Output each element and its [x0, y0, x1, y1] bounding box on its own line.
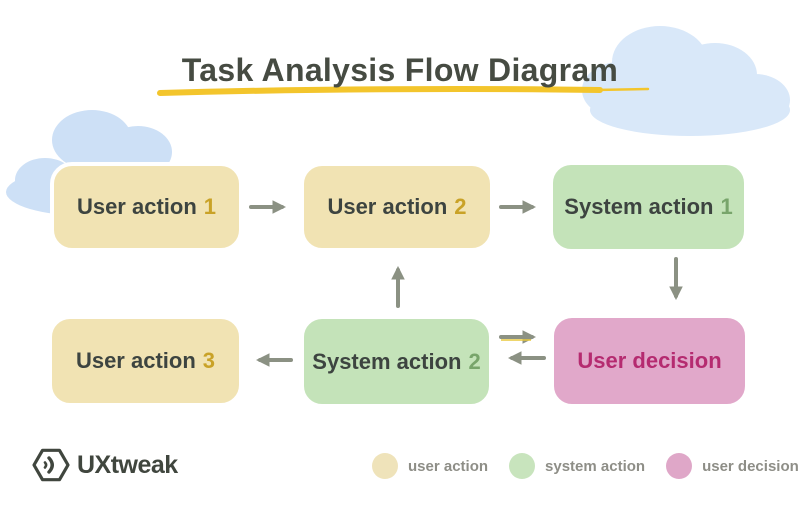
- node-label: User decision: [577, 348, 722, 373]
- node-user-action-2: User action 2: [300, 162, 494, 252]
- node-label: System action: [564, 194, 714, 219]
- legend: user action system action user decision: [372, 453, 799, 479]
- node-number: 1: [720, 194, 733, 219]
- legend-item-user-action: user action: [372, 453, 488, 479]
- node-number: 2: [468, 348, 481, 374]
- node-system-action-1: System action 1: [549, 161, 748, 253]
- cloud-right-icon: [582, 26, 790, 136]
- user-decision-swatch-icon: [666, 453, 693, 479]
- node-label: System action: [312, 348, 462, 374]
- node-user-action-1: User action 1: [50, 162, 243, 252]
- node-number: 2: [454, 194, 467, 219]
- node-number: 3: [202, 348, 216, 373]
- system-action-swatch-icon: [509, 453, 536, 479]
- legend-label: system action: [545, 457, 646, 475]
- legend-item-user-decision: user decision: [666, 453, 799, 479]
- uxtweak-logo: UXtweak: [32, 446, 178, 484]
- node-label: User action: [327, 194, 448, 219]
- uxtweak-hexagon-icon: [32, 448, 70, 482]
- user-action-swatch-icon: [372, 453, 398, 479]
- node-user-decision: User decision: [550, 314, 749, 408]
- node-user-action-3: User action 3: [48, 315, 243, 407]
- page-title: Task Analysis Flow Diagram: [181, 52, 619, 88]
- legend-label: user action: [408, 457, 489, 475]
- legend-label: user decision: [702, 457, 799, 475]
- legend-item-system-action: system action: [509, 453, 645, 479]
- node-system-action-2: System action 2: [300, 315, 493, 408]
- logo-text: UXtweak: [77, 450, 178, 479]
- node-label: User action: [75, 348, 196, 373]
- node-number: 1: [203, 194, 217, 219]
- node-label: User action: [76, 194, 197, 219]
